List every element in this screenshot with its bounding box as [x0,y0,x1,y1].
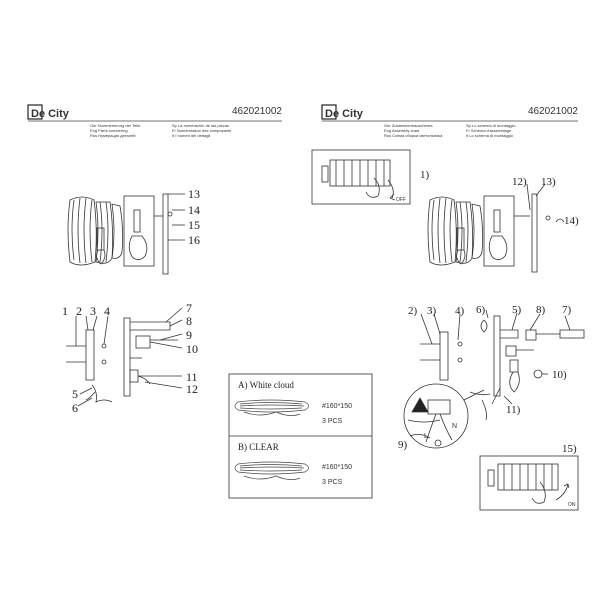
header-line: Fr Numérotation des composants [172,128,231,133]
header-line: Sp Lo schema di montaggio [466,123,516,128]
step-label-8: 8) [536,304,546,316]
part-label-15: 15 [188,218,200,232]
part-label-1: 1 [62,304,68,318]
header-line: Rus Нумерация деталей [90,133,136,138]
option-size: #160*150 [322,464,352,471]
option-size: #160*150 [322,403,352,410]
header-line: Eng Assembly chart [384,128,420,133]
step-label-15: 15) [562,443,577,455]
part-label-9: 9 [186,328,192,342]
glass-options-box: A) White cloud #160*150 3 PCS B) CLEAR #… [228,373,373,499]
brand-logo-right: De City [321,104,364,120]
part-label-4: 4 [104,304,110,318]
brand-logo-left: De City [27,104,70,120]
step-label-10: 10) [552,369,567,381]
wall-plate-side [526,183,565,273]
header-line: Ger Nummerierung der Teile [90,123,141,128]
header-line: Eng Parts numbering [90,128,128,133]
switch-on-label: ON [568,502,576,508]
part-label-6: 6 [72,401,78,415]
header-line: Fr Schéma d'assemblage [466,128,512,133]
part-label-5: 5 [72,387,78,401]
option-title: A) White cloud [238,380,294,390]
product-code: 462021002 [528,106,578,117]
header-line: Rus Схема сборки светильника [384,133,443,138]
product-code: 462021002 [232,106,282,117]
part-label-10: 10 [186,342,198,356]
step-label-5: 5) [512,304,522,316]
breaker-panel-on [479,455,579,511]
step-label-4: 4) [455,305,465,317]
part-label-3: 3 [90,304,96,318]
part-label-11: 11 [186,370,198,384]
option-qty: 3 PCS [322,418,343,425]
part-label-12: 12 [186,382,198,396]
right-page-header: De City 462021002 Ger Zusammenbauschema … [321,104,578,138]
part-label-16: 16 [188,233,200,247]
glass-panel-icon [234,461,309,480]
logo-text: De City [31,108,70,120]
part-label-13: 13 [188,187,200,201]
glass-panel-icon [234,399,309,416]
wiring-detail-magnifier [403,383,485,449]
step-label-13: 13) [541,176,556,188]
step-label-3: 3) [427,305,437,317]
logo-text: De City [325,108,364,120]
header-line: It I numeri dei dettagli [172,133,210,138]
lamp-front-view-right [427,195,530,267]
switch-off-label: OFF [396,197,406,203]
part-label-8: 8 [186,314,192,328]
option-title: B) CLEAR [238,442,279,452]
lamp-front-view-left [67,195,155,267]
step-label-6: 6) [476,304,486,316]
part-label-2: 2 [76,304,82,318]
part-label-7: 7 [186,301,192,315]
header-line: Ger Zusammenbauschema [384,123,433,128]
part-label-14: 14 [188,203,200,217]
step-label-7: 7) [562,304,572,316]
step-label-12: 12) [512,176,527,188]
parts-exploded-left [66,307,183,407]
wire-label-l: L [424,433,428,440]
left-page-header: De City 462021002 Ger Nummerierung der T… [27,104,282,138]
option-qty: 3 PCS [322,479,343,486]
glass-option-a: A) White cloud #160*150 3 PCS [234,380,352,425]
breaker-panel-off [311,149,411,205]
step-label-1: 1) [420,169,430,181]
step-label-11: 11) [506,404,521,416]
header-line: Sp La numeración de las piezas [172,123,229,128]
header-line: It Lo schema di montaggio [466,133,514,138]
step-label-9: 9) [398,439,408,451]
glass-option-b: B) CLEAR #160*150 3 PCS [234,442,352,486]
step-label-2: 2) [408,305,418,317]
wire-label-n: N [452,423,457,430]
lamp-side-view-left [154,193,185,275]
step-label-14: 14) [564,215,579,227]
assembly-exploded-right [420,309,585,421]
